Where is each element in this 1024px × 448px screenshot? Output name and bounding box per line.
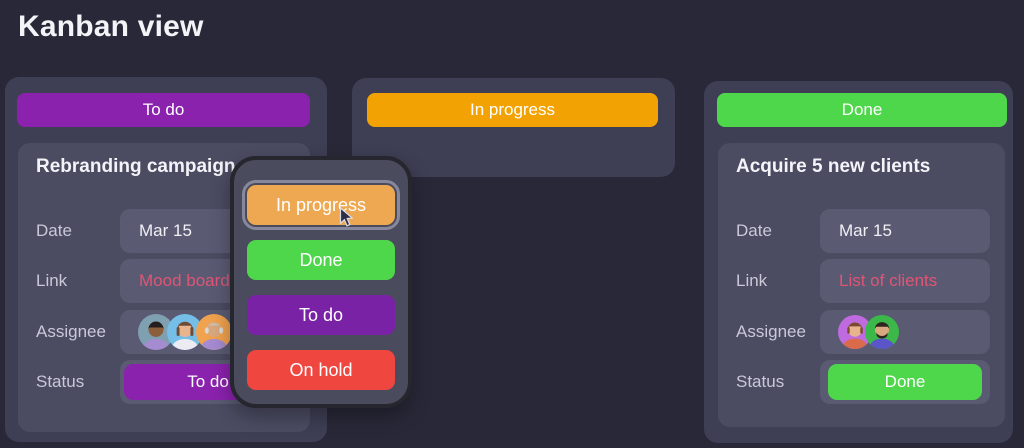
assignee-label: Assignee [736, 322, 806, 341]
status-label: Status [36, 372, 85, 391]
column-header-done[interactable]: Done [717, 93, 1007, 127]
date-label: Date [36, 221, 72, 240]
mouse-cursor-icon [339, 207, 354, 227]
menu-option-in-progress[interactable]: In progress [242, 180, 400, 230]
date-value: Mar 15 [139, 221, 192, 240]
avatar-group [820, 310, 990, 354]
date-value: Mar 15 [839, 221, 892, 240]
card-acquire-clients[interactable]: Acquire 5 new clients Date Mar 15 Link L… [718, 143, 1005, 427]
date-label: Date [736, 221, 772, 240]
status-badge-done[interactable]: Done [828, 364, 982, 400]
page-title: Kanban view [18, 10, 204, 43]
link-label: Link [736, 271, 768, 290]
link-value: List of clients [839, 271, 938, 290]
status-label: Status [736, 372, 785, 391]
column-header-todo[interactable]: To do [17, 93, 310, 127]
assignee-field[interactable] [820, 310, 990, 354]
column-header-inprogress[interactable]: In progress [367, 93, 658, 127]
menu-option-on-hold[interactable]: On hold [247, 350, 395, 390]
link-value: Mood board [139, 271, 230, 290]
date-field[interactable]: Mar 15 [820, 209, 990, 253]
menu-option-done[interactable]: Done [247, 240, 395, 280]
older-man-orange-avatar [196, 314, 232, 350]
assignee-label: Assignee [36, 322, 106, 341]
status-dropdown-menu: In progress Done To do On hold [230, 156, 412, 408]
column-done: Done Acquire 5 new clients Date Mar 15 L… [704, 81, 1013, 443]
column-inprogress: In progress [352, 78, 675, 177]
link-field[interactable]: List of clients [820, 259, 990, 303]
link-label: Link [36, 271, 68, 290]
avatar-group [120, 310, 296, 354]
bearded-man-green-avatar [865, 315, 899, 349]
card-title: Rebranding campaign [36, 156, 236, 177]
menu-option-to-do[interactable]: To do [247, 295, 395, 335]
card-title: Acquire 5 new clients [736, 156, 931, 177]
